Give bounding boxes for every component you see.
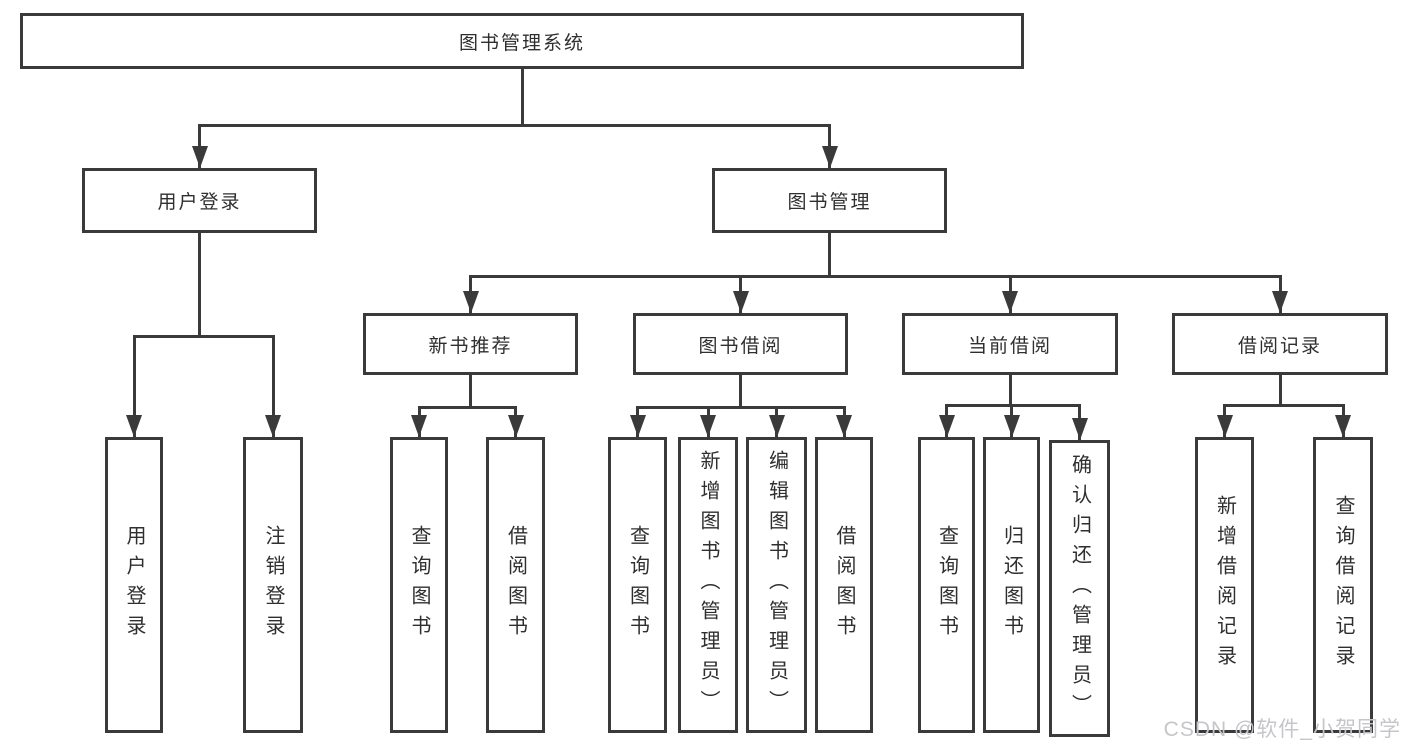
- node-label: 新增借阅记录: [1213, 495, 1236, 675]
- leaf-borrow-books: 借阅图书: [815, 437, 873, 733]
- node-label: 新书推荐: [428, 335, 513, 357]
- leaf-edit-books-admin: 编辑图书（管理员）: [746, 437, 807, 733]
- connector-bar: [198, 123, 831, 127]
- node-label: 查询图书: [626, 525, 649, 645]
- node-label: 借阅图书: [504, 525, 527, 645]
- connector-drop: [132, 336, 136, 437]
- node-label: 图书管理系统: [458, 32, 585, 54]
- node-label: 编辑图书（管理员）: [765, 450, 788, 720]
- leaf-query-books-recommendation: 查询图书: [390, 437, 448, 733]
- connector-bar: [132, 334, 275, 338]
- arrowhead-icon: [821, 146, 838, 168]
- node-label: 图书借阅: [698, 335, 783, 357]
- node-library-management-system: 图书管理系统: [20, 13, 1024, 69]
- arrowhead-icon: [732, 291, 749, 313]
- connector-stem: [1278, 375, 1282, 407]
- node-label: 当前借阅: [967, 335, 1052, 357]
- connector-bar: [469, 274, 1282, 278]
- connector-bar: [417, 405, 517, 409]
- arrowhead-icon: [938, 415, 955, 437]
- arrowhead-icon: [836, 415, 852, 437]
- connector-stem: [469, 375, 472, 409]
- arrowhead-icon: [265, 415, 281, 437]
- arrowhead-icon: [462, 291, 479, 313]
- arrowhead-icon: [1272, 291, 1288, 313]
- leaf-query-borrowing-record: 查询借阅记录: [1313, 437, 1373, 733]
- leaf-query-books-borrowing: 查询图书: [608, 437, 667, 733]
- arrowhead-icon: [411, 415, 427, 437]
- arrowhead-icon: [1216, 415, 1233, 437]
- node-label: 新增图书（管理员）: [697, 450, 719, 720]
- node-label: 确认归还（管理员）: [1068, 453, 1091, 724]
- node-new-book-recommendation: 新书推荐: [363, 313, 578, 375]
- node-label: 图书管理: [787, 192, 872, 213]
- leaf-user-login: 用户登录: [105, 437, 163, 733]
- connector-bar: [636, 405, 846, 409]
- leaf-add-borrowing-record: 新增借阅记录: [1195, 437, 1254, 733]
- leaf-return-books: 归还图书: [983, 437, 1040, 733]
- leaf-borrow-books-recommendation: 借阅图书: [486, 437, 545, 733]
- connector-stem: [520, 69, 524, 127]
- connector-stem: [1008, 375, 1012, 407]
- connector-stem: [198, 233, 201, 338]
- node-label: 归还图书: [1000, 525, 1023, 645]
- node-user-login: 用户登录: [82, 168, 317, 233]
- connector-drop: [271, 336, 275, 437]
- connector-bar: [945, 403, 1081, 407]
- arrowhead-icon: [1071, 418, 1088, 440]
- node-book-management: 图书管理: [712, 168, 947, 233]
- arrowhead-icon: [629, 415, 646, 437]
- arrowhead-icon: [191, 146, 208, 168]
- node-label: 借阅记录: [1237, 335, 1322, 357]
- connector-bar: [1223, 403, 1345, 407]
- arrowhead-icon: [700, 415, 716, 437]
- arrowhead-icon: [1335, 415, 1351, 437]
- node-label: 查询借阅记录: [1332, 495, 1354, 675]
- connector-stem: [739, 375, 742, 409]
- node-label: 注销登录: [262, 525, 284, 645]
- node-label: 查询图书: [408, 525, 430, 645]
- arrowhead-icon: [1002, 291, 1018, 313]
- leaf-logout: 注销登录: [243, 437, 303, 733]
- node-borrowing-records: 借阅记录: [1172, 313, 1388, 375]
- node-label: 用户登录: [123, 525, 145, 645]
- node-label: 用户登录: [157, 192, 242, 213]
- node-current-borrowing: 当前借阅: [902, 313, 1118, 375]
- leaf-confirm-return-admin: 确认归还（管理员）: [1049, 440, 1110, 737]
- arrowhead-icon: [126, 415, 142, 437]
- leaf-query-books-current: 查询图书: [918, 437, 975, 733]
- node-book-borrowing: 图书借阅: [633, 313, 848, 375]
- leaf-add-books-admin: 新增图书（管理员）: [678, 437, 738, 733]
- node-label: 借阅图书: [833, 525, 855, 645]
- csdn-watermark: CSDN @软件_小贺同学: [1163, 718, 1401, 741]
- arrowhead-icon: [768, 415, 785, 437]
- connector-stem: [828, 233, 831, 278]
- node-label: 查询图书: [935, 525, 958, 645]
- arrowhead-icon: [1003, 415, 1020, 437]
- arrowhead-icon: [507, 415, 524, 437]
